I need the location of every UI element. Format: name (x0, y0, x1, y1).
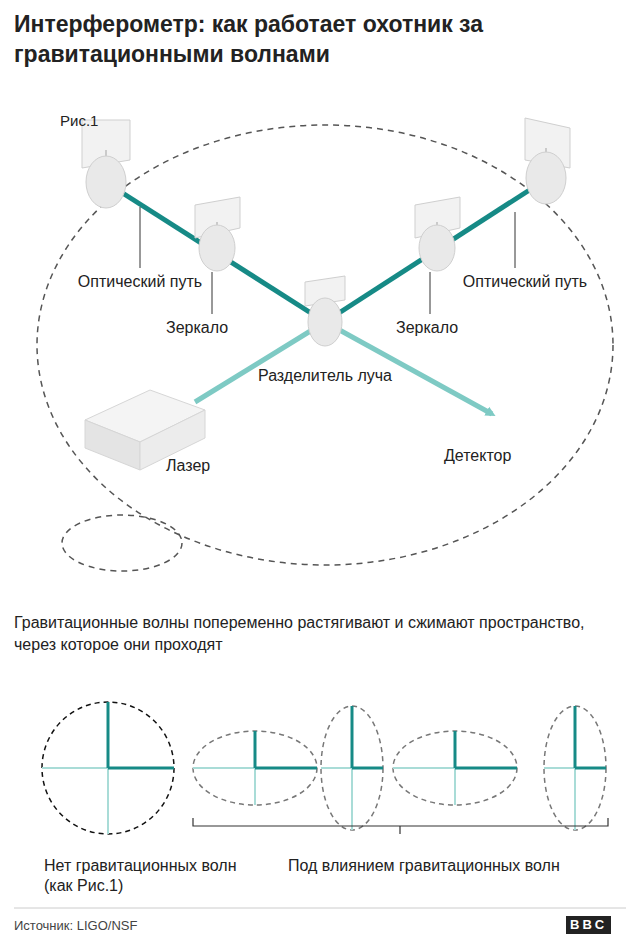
part-label: Оптический путь (455, 272, 595, 292)
bbc-logo: BBC (566, 916, 611, 934)
figure-label: Рис.1 (60, 112, 98, 131)
title: Интерферометр: как работает охотник за г… (14, 10, 574, 70)
part-label: Лазер (166, 456, 210, 476)
caption-label: Нет гравитационных волн (как Рис.1) (44, 856, 254, 896)
description: Гравитационные волны попеременно растяги… (14, 612, 614, 655)
caption-label: Под влиянием гравитационных волн (288, 856, 608, 876)
part-label: Детектор (444, 446, 511, 466)
part-label: Зеркало (166, 318, 228, 338)
part-label: Разделитель луча (255, 366, 395, 386)
part-label: Зеркало (396, 318, 458, 338)
source-note: Источник: LIGO/NSF (14, 918, 137, 934)
part-label: Оптический путь (70, 272, 210, 292)
